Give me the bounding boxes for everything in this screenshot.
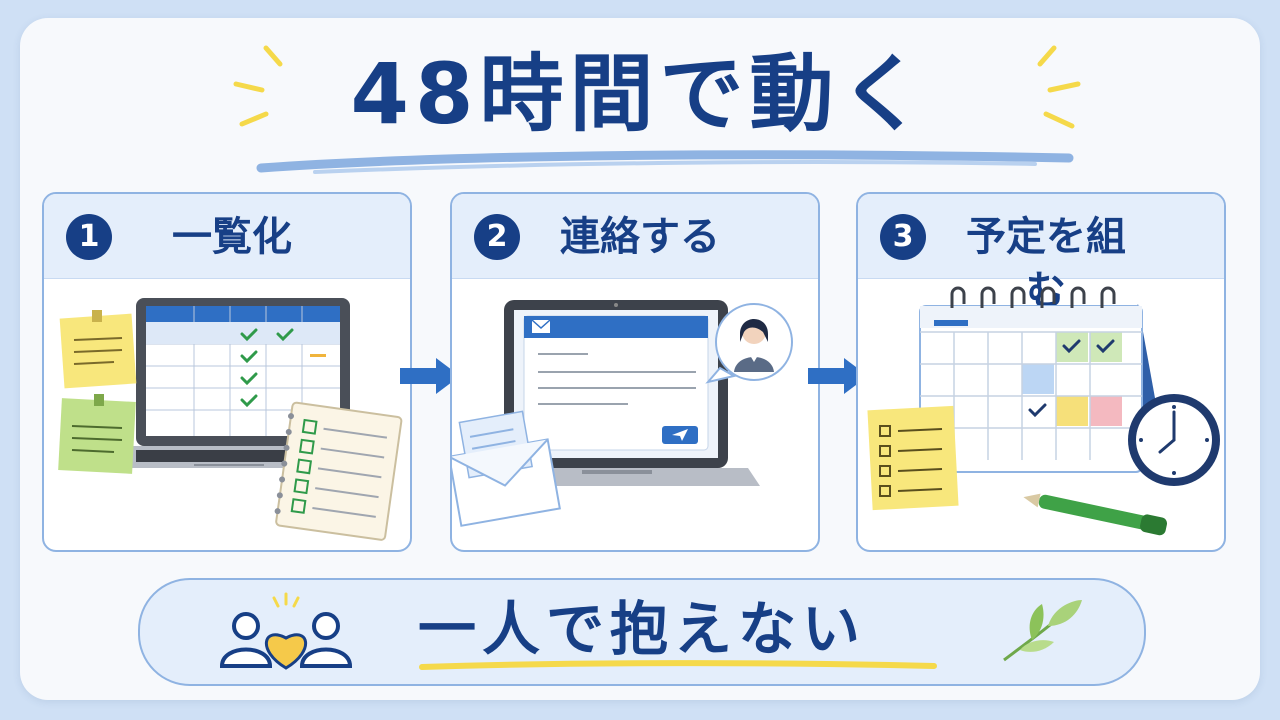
banner-highlight-underline [419, 660, 937, 670]
laptop-email-icon [452, 300, 794, 527]
laptop-checklist-icon [58, 298, 403, 541]
right-arrow-icon [400, 358, 460, 394]
step-number-badge: 2 [474, 214, 520, 260]
calendar-clock-icon [867, 286, 1220, 536]
step-card-1: 1 一覧化 [42, 192, 412, 552]
bottom-banner: 一人で抱えない [138, 578, 1146, 686]
step-header: 2 連絡する [452, 194, 818, 279]
step-header: 1 一覧化 [44, 194, 410, 279]
page-title: 48時間で動く [350, 45, 930, 143]
step-label: 一覧化 [172, 214, 292, 260]
step-number-badge: 1 [66, 214, 112, 260]
step-card-3: 3 予定を組む [856, 192, 1226, 552]
left-sparkle-icon [233, 45, 283, 127]
right-sparkle-icon [1037, 45, 1081, 129]
banner-text: 一人で抱えない [417, 595, 866, 663]
right-arrow-icon [808, 358, 868, 394]
leaf-sprig-icon [1003, 600, 1082, 662]
people-heart-icon [219, 592, 353, 670]
step-header: 3 予定を組む [858, 194, 1224, 314]
step-label: 連絡する [560, 214, 720, 260]
title-brush-underline [256, 150, 1074, 174]
step-number-badge: 3 [880, 214, 926, 260]
step-card-2: 2 連絡する [450, 192, 820, 552]
